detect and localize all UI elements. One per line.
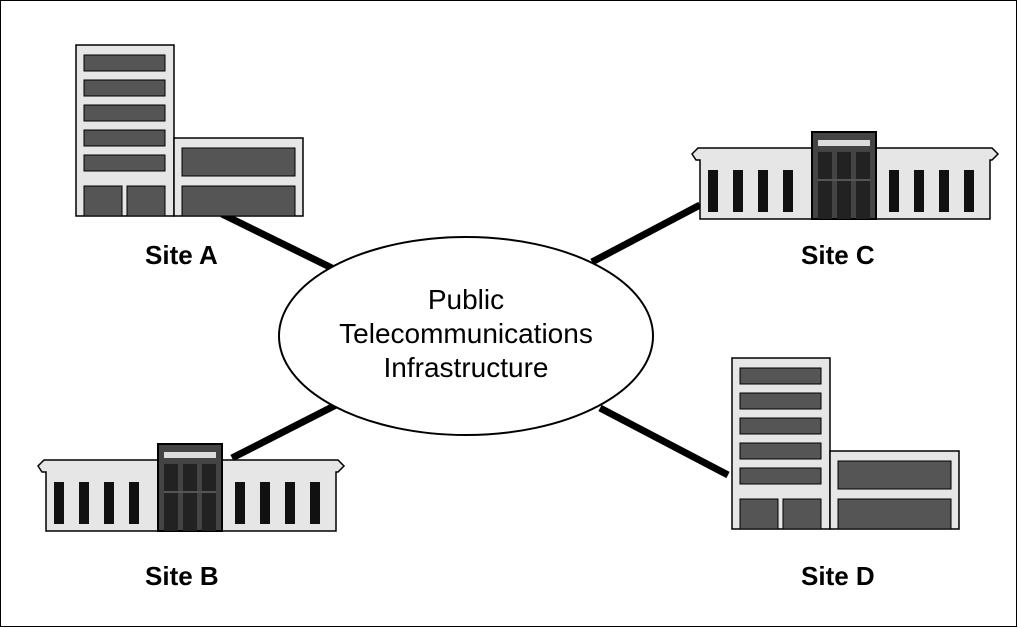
site-c-building-icon (691, 131, 1000, 220)
hub-label-line-3: Infrastructure (383, 352, 549, 383)
site-d-building-icon (731, 357, 960, 530)
site-c-label: Site C (801, 240, 875, 270)
hub-label-line-1: Public (427, 284, 505, 315)
site-b-label: Site B (145, 561, 219, 591)
hub-label-line-2: Telecommunications (339, 318, 593, 349)
link-site-b (230, 400, 340, 462)
links (220, 201, 730, 479)
site-a-building-icon (75, 44, 304, 217)
link-site-d (598, 404, 730, 479)
hub-label: Public Telecommunications Infrastructure (286, 283, 646, 385)
site-a-label: Site A (145, 240, 218, 270)
site-d-label: Site D (801, 561, 875, 591)
link-site-c (590, 201, 702, 266)
site-b-building-icon (37, 443, 346, 532)
hub-ellipse (278, 236, 654, 436)
link-site-a (220, 210, 342, 276)
